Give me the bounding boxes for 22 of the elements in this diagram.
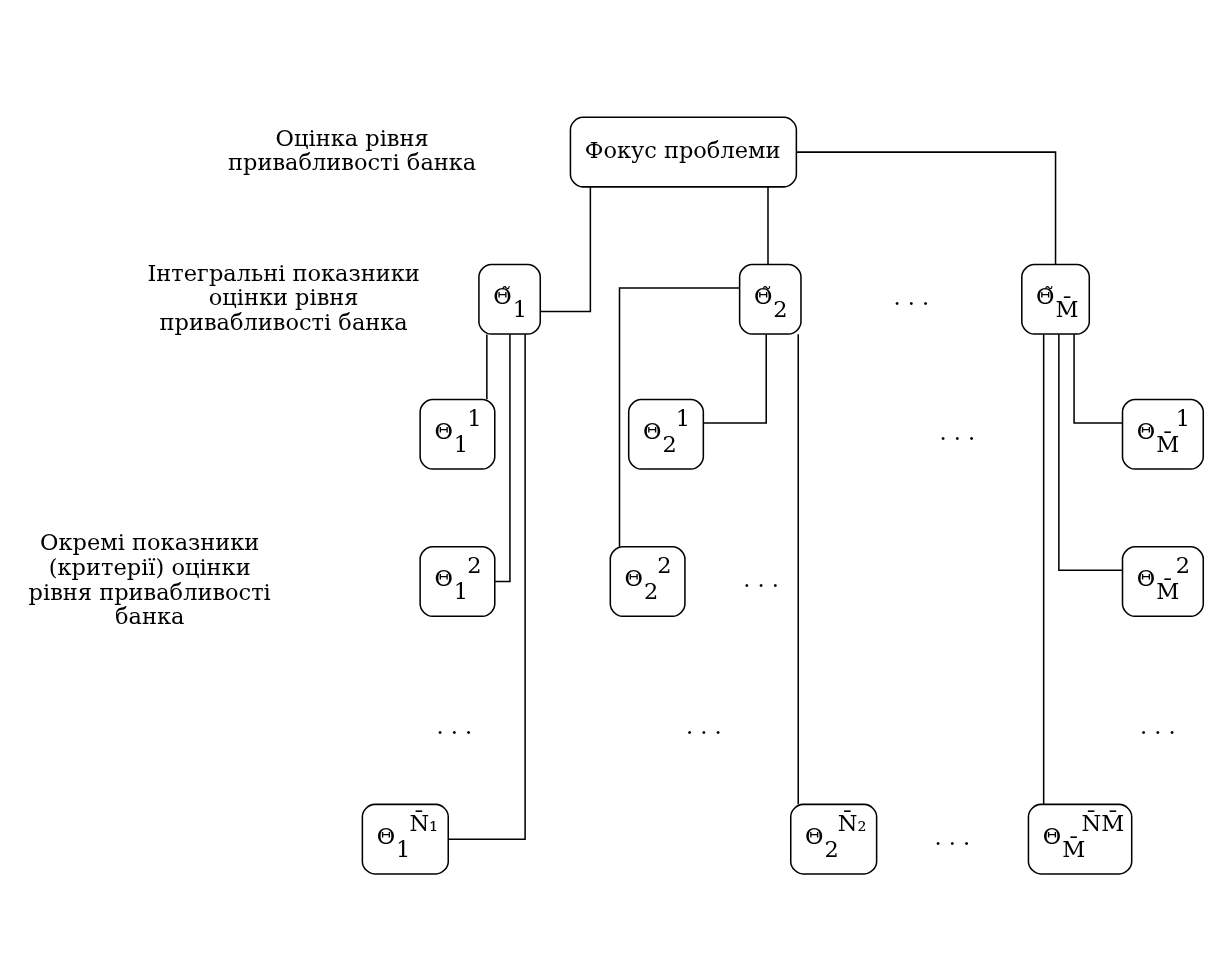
connector <box>1042 333 1045 805</box>
label: . . . <box>685 712 722 739</box>
connector <box>1058 332 1124 571</box>
connector <box>486 333 488 400</box>
label: . . . <box>436 712 473 739</box>
label: . . . <box>893 283 930 310</box>
label: . . . <box>934 823 971 850</box>
label: . . . <box>1139 712 1176 739</box>
connector <box>618 286 741 547</box>
label: Інтегральні показники оцінки рівня привабливості банка <box>147 259 420 335</box>
label: . . . <box>743 565 779 592</box>
connector <box>767 185 769 265</box>
label: Окремі показники (критерії) оцінки рівня привабливості банка <box>28 528 271 629</box>
connector <box>795 150 1057 265</box>
connector <box>447 333 526 840</box>
connector <box>702 332 767 424</box>
connector <box>1073 332 1124 424</box>
connector <box>797 333 799 805</box>
label: Оцінка рівня привабливості банка <box>228 124 477 175</box>
connector <box>539 185 592 312</box>
node-box: Фокус проблеми <box>569 116 798 188</box>
label: . . . <box>939 418 976 445</box>
